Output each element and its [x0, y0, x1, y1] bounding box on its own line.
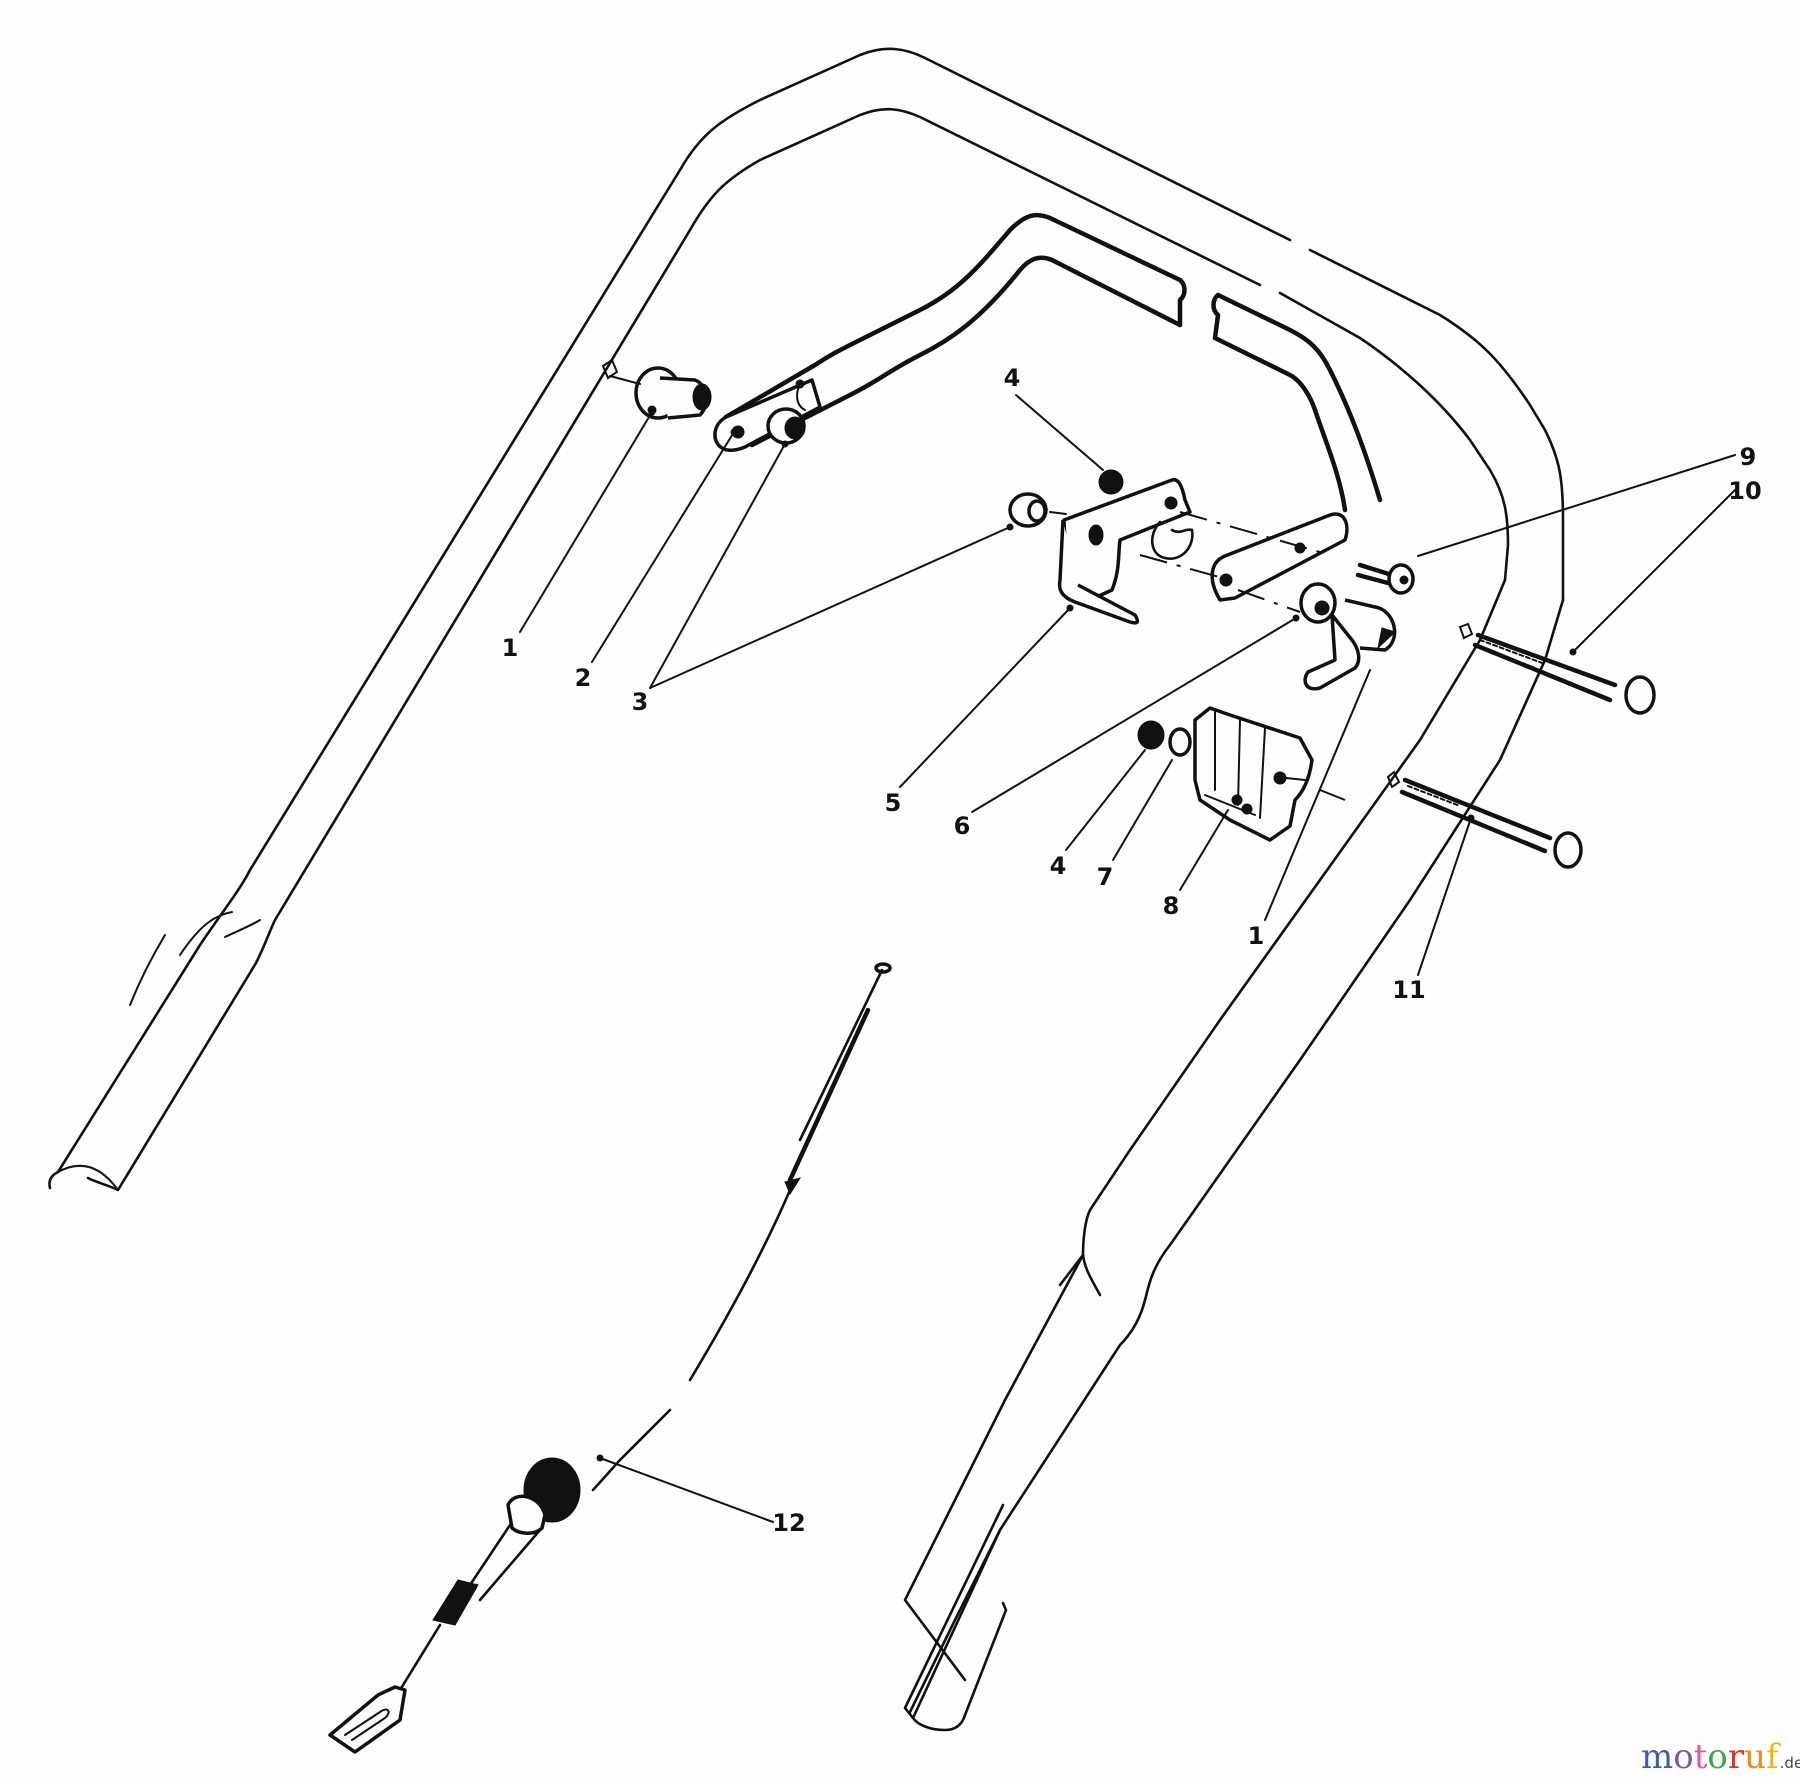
- watermark-logo: motoruf.de: [1641, 1740, 1800, 1774]
- callout-11: 11: [1392, 976, 1426, 1004]
- callout-5: 5: [884, 789, 902, 817]
- leader-lines: [519, 394, 1736, 1523]
- callout-3: 3: [631, 688, 649, 716]
- traction-bail: [713, 212, 1383, 602]
- watermark-letter: f: [1766, 1737, 1779, 1777]
- watermark-tld: .de: [1779, 1754, 1800, 1772]
- bolt-10: [1458, 622, 1656, 715]
- spacer: [1008, 492, 1067, 528]
- control-bracket: [1057, 477, 1331, 625]
- nut-left: [766, 407, 806, 445]
- callout-9: 9: [1739, 443, 1757, 471]
- switch-block: [1137, 706, 1346, 842]
- callout-12: 12: [772, 1509, 806, 1537]
- watermark-letter: m: [1641, 1737, 1674, 1777]
- cam-pawl: [1237, 582, 1397, 691]
- watermark-letter: r: [1727, 1737, 1745, 1777]
- handle-frame: [48, 47, 1565, 1732]
- callout-4-upper: 4: [1003, 364, 1021, 392]
- callout-1-upper: 1: [501, 634, 519, 662]
- callout-4-lower: 4: [1049, 852, 1067, 880]
- nut-upper: [1098, 469, 1124, 495]
- watermark-letter: t: [1693, 1737, 1708, 1777]
- watermark-letter: u: [1744, 1737, 1767, 1777]
- watermark-letter: o: [1673, 1737, 1694, 1777]
- callout-6: 6: [953, 812, 971, 840]
- screw-9: [1355, 562, 1415, 595]
- callout-2: 2: [574, 664, 592, 692]
- control-cable: [328, 962, 892, 1754]
- watermark-letter: o: [1707, 1737, 1728, 1777]
- bolt-11: [1386, 770, 1583, 869]
- pivot-bushing-left: [601, 358, 712, 420]
- callout-7: 7: [1096, 863, 1114, 891]
- callout-10: 10: [1728, 477, 1762, 505]
- callout-1-lower: 1: [1247, 922, 1265, 950]
- callout-8: 8: [1162, 892, 1180, 920]
